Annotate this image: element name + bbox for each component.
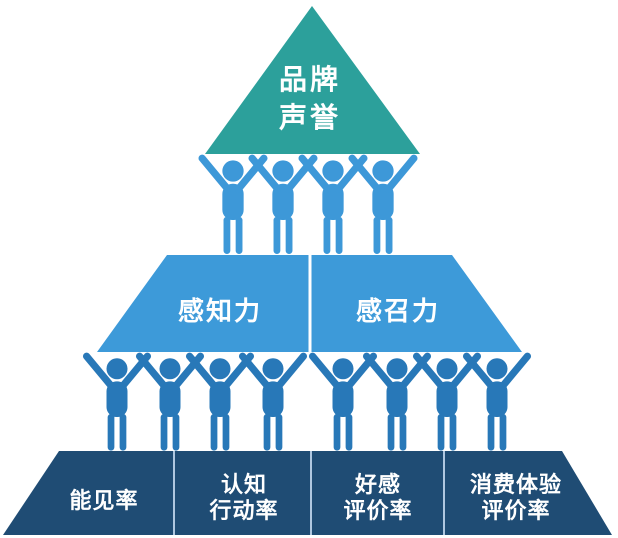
upper-supporters-row: [197, 153, 419, 255]
bottom-label-visibility: 能见率: [69, 488, 138, 513]
top-label-line2: 声誉: [279, 102, 341, 133]
person-icon: [81, 351, 153, 451]
top-label-line1: 品牌: [279, 64, 341, 95]
bottom-label-experience-line1: 消费体验: [470, 472, 562, 497]
bottom-label-cognition-line1: 认知: [221, 472, 267, 497]
person-icon: [307, 351, 379, 451]
bottom-label-favor-line1: 好感: [354, 472, 401, 497]
person-icon: [237, 351, 309, 451]
bottom-trapezoid: [3, 451, 612, 535]
bottom-label-favor-line2: 评价率: [343, 498, 412, 523]
person-icon: [184, 351, 256, 451]
middle-label-appeal: 感召力: [356, 296, 440, 326]
middle-label-perception: 感知力: [178, 296, 262, 326]
bottom-label-cognition-line2: 行动率: [208, 498, 278, 523]
lower-supporters-row: [81, 351, 533, 451]
bottom-label-experience-line2: 评价率: [481, 498, 550, 523]
top-triangle: [205, 6, 420, 154]
person-icon: [347, 153, 419, 255]
person-icon: [461, 351, 533, 451]
